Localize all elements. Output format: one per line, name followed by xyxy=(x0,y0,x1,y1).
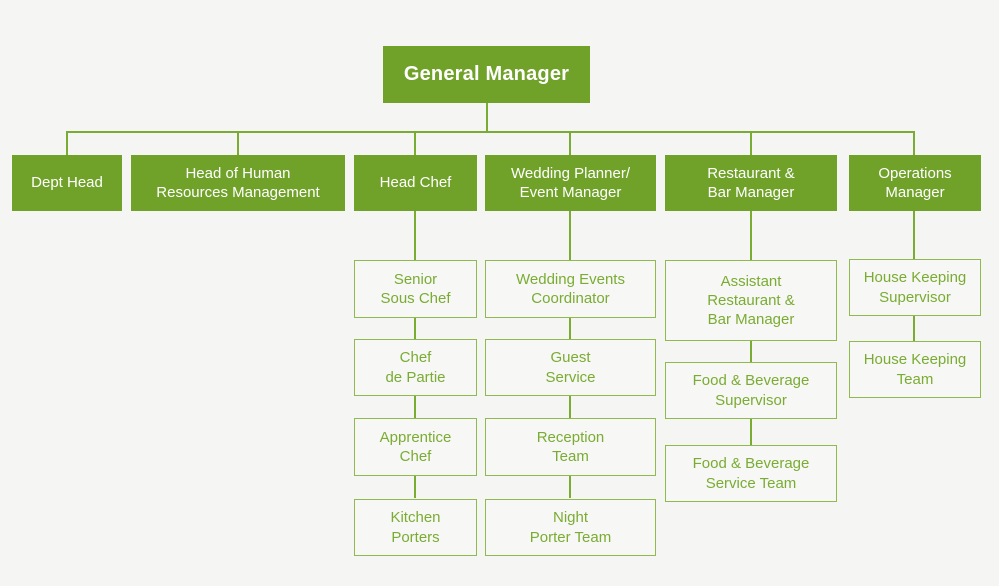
node-dept-head[interactable]: Dept Head xyxy=(12,155,122,211)
node-house-keeping-team[interactable]: House Keeping Team xyxy=(849,341,981,398)
connector-reception-team-to-night-porter-team xyxy=(569,476,571,498)
node-apprentice-chef[interactable]: Apprentice Chef xyxy=(354,418,477,476)
connector-bus-to-dept-head xyxy=(66,131,68,156)
connector-bus-to-head-chef xyxy=(414,131,416,156)
node-house-keeping-supervisor[interactable]: House Keeping Supervisor xyxy=(849,259,981,316)
connector-level1-bus xyxy=(67,131,915,133)
node-wedding-events-coordinator[interactable]: Wedding Events Coordinator xyxy=(485,260,656,318)
node-reception-team[interactable]: Reception Team xyxy=(485,418,656,476)
node-assistant-restaurant-bar-manager[interactable]: Assistant Restaurant & Bar Manager xyxy=(665,260,837,341)
node-head-of-human-resources-management[interactable]: Head of Human Resources Management xyxy=(131,155,345,211)
node-kitchen-porters[interactable]: Kitchen Porters xyxy=(354,499,477,556)
node-chef-de-partie[interactable]: Chef de Partie xyxy=(354,339,477,396)
connector-coordinator-to-guest-service xyxy=(569,318,571,339)
node-senior-sous-chef[interactable]: Senior Sous Chef xyxy=(354,260,477,318)
node-guest-service[interactable]: Guest Service xyxy=(485,339,656,396)
node-food-beverage-supervisor[interactable]: Food & Beverage Supervisor xyxy=(665,362,837,419)
node-general-manager[interactable]: General Manager xyxy=(383,46,590,103)
connector-guest-service-to-reception-team xyxy=(569,396,571,418)
connector-gm-down xyxy=(486,103,488,132)
node-head-chef[interactable]: Head Chef xyxy=(354,155,477,211)
connector-restaurant-bar-to-assistant xyxy=(750,211,752,260)
connector-assistant-to-fb-supervisor xyxy=(750,341,752,362)
node-wedding-planner-event-manager[interactable]: Wedding Planner/ Event Manager xyxy=(485,155,656,211)
node-operations-manager[interactable]: Operations Manager xyxy=(849,155,981,211)
connector-wedding-planner-to-coordinator xyxy=(569,211,571,260)
connector-apprentice-chef-to-kitchen-porters xyxy=(414,476,416,498)
connector-bus-to-operations xyxy=(913,131,915,156)
node-restaurant-bar-manager[interactable]: Restaurant & Bar Manager xyxy=(665,155,837,211)
connector-chef-de-partie-to-apprentice-chef xyxy=(414,396,416,418)
connector-bus-to-hr xyxy=(237,131,239,156)
node-food-beverage-service-team[interactable]: Food & Beverage Service Team xyxy=(665,445,837,502)
connector-fb-supervisor-to-service-team xyxy=(750,419,752,445)
connector-head-chef-to-senior-sous-chef xyxy=(414,211,416,260)
connector-bus-to-restaurant-bar xyxy=(750,131,752,156)
connector-operations-to-housekeeping-supervisor xyxy=(913,211,915,259)
connector-senior-sous-chef-to-chef-de-partie xyxy=(414,318,416,339)
connector-housekeeping-supervisor-to-team xyxy=(913,316,915,341)
node-night-porter-team[interactable]: Night Porter Team xyxy=(485,499,656,556)
connector-bus-to-wedding-planner xyxy=(569,131,571,156)
